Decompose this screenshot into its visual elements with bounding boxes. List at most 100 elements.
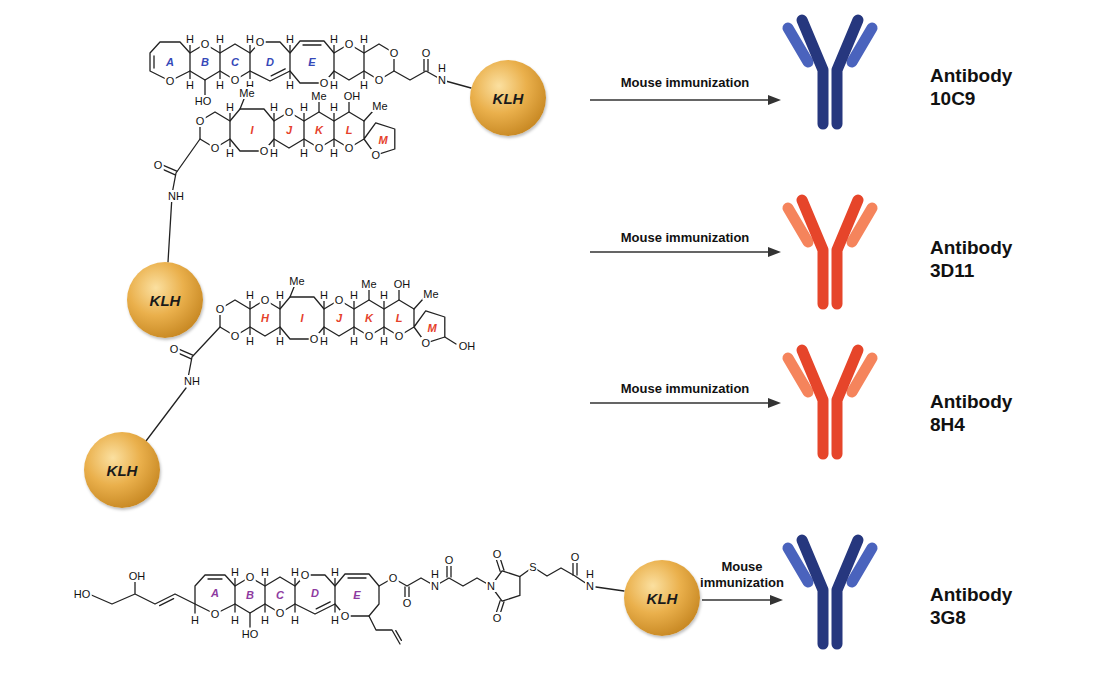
- atom-label: H: [285, 33, 295, 45]
- atom-label: Me: [422, 288, 439, 300]
- ring-letter: M: [378, 134, 387, 146]
- atom-label: O: [420, 337, 431, 349]
- double-bonds: [161, 165, 177, 175]
- ring-letter: D: [266, 56, 274, 68]
- carrier-name: KLH: [493, 90, 524, 107]
- carrier-protein: KLH: [624, 560, 700, 636]
- carrier-name: KLH: [150, 292, 181, 309]
- step-label: Mouse immunization: [695, 559, 790, 591]
- atom-label: Me: [310, 90, 327, 102]
- heavy-chain: [802, 540, 858, 644]
- atom-label: O: [215, 303, 226, 315]
- single-bonds: [168, 99, 373, 262]
- atom-label: H: [225, 147, 235, 159]
- atom-label: O: [444, 554, 455, 566]
- atom-label: HO: [194, 95, 213, 107]
- atom-label: H: [230, 566, 240, 578]
- ring-bonds: [150, 41, 394, 83]
- atom-label: H: [437, 62, 447, 74]
- atom-label: NH: [183, 375, 201, 387]
- step-label: Mouse immunization: [600, 381, 770, 397]
- atom-label: O: [195, 115, 206, 127]
- atom-label: Me: [371, 100, 388, 112]
- ring-letter: D: [311, 587, 319, 599]
- atom-label: H: [329, 79, 339, 91]
- atom-label: O: [394, 330, 405, 342]
- antibody-name: Antibody 8H4: [930, 390, 1040, 436]
- atom-label: HO: [73, 588, 92, 600]
- antibody-name: Antibody 10C9: [930, 64, 1040, 110]
- atom-label: O: [165, 75, 176, 87]
- ring-letter: A: [166, 56, 174, 68]
- atom-label: OH: [458, 340, 477, 352]
- atom-label: O: [255, 36, 266, 48]
- atom-label: O: [374, 74, 385, 86]
- ring-letter: M: [427, 322, 436, 334]
- ring-letter: L: [396, 312, 403, 324]
- atom-label: O: [389, 47, 400, 59]
- atom-label: H: [379, 335, 389, 347]
- double-bonds: [154, 45, 428, 76]
- atom-label: HO: [241, 628, 260, 640]
- heavy-chain: [802, 200, 858, 304]
- ring-letter: J: [286, 124, 292, 136]
- single-bonds: [190, 45, 471, 95]
- antibody-name: Antibody 3D11: [930, 236, 1040, 282]
- atom-label: O: [344, 38, 355, 50]
- arrow-head: [768, 95, 783, 605]
- atom-label: Me: [360, 278, 377, 290]
- carrier-name: KLH: [107, 462, 138, 479]
- atom-label: H: [330, 566, 340, 578]
- atom-label: OH: [343, 90, 362, 102]
- atom-label: O: [284, 106, 295, 118]
- atom-label: H: [260, 614, 270, 626]
- atom-label: H: [269, 101, 279, 113]
- atom-label: H: [215, 79, 225, 91]
- antibody-icon: [788, 200, 872, 304]
- atom-label: H: [329, 147, 339, 159]
- atom-label: H: [430, 568, 440, 580]
- atom-label: N: [437, 74, 447, 86]
- atom-label: O: [570, 551, 581, 563]
- step-label: Mouse immunization: [600, 75, 770, 91]
- heavy-chain: [802, 350, 858, 454]
- atom-label: H: [185, 33, 195, 45]
- light-chain: [788, 358, 872, 392]
- antibody-icons: [788, 20, 872, 644]
- process-arrows: [590, 95, 783, 605]
- atom-label: O: [309, 333, 320, 345]
- atom-label: N: [585, 580, 595, 592]
- atom-label: Me: [238, 87, 255, 99]
- atom-label: S: [528, 561, 537, 573]
- atom-label: H: [269, 147, 279, 159]
- carrier-name: KLH: [647, 590, 678, 607]
- light-chain: [788, 548, 872, 582]
- atom-label: O: [153, 159, 164, 171]
- heavy-chain: [802, 20, 858, 124]
- atom-label: O: [334, 294, 345, 306]
- atom-label: H: [349, 335, 359, 347]
- atom-label: H: [319, 335, 329, 347]
- atom-label: O: [300, 569, 311, 581]
- antibody-name: Antibody 3G8: [930, 583, 1040, 629]
- atom-label: H: [290, 566, 300, 578]
- arrow-shaft: [590, 100, 772, 600]
- atom-label: H: [585, 568, 595, 580]
- ring-letter: B: [201, 56, 209, 68]
- ring-letter: K: [365, 312, 373, 324]
- atom-label: H: [330, 614, 340, 626]
- ring-letter: L: [346, 124, 353, 136]
- atom-label: O: [492, 548, 503, 560]
- atom-label: O: [210, 608, 221, 620]
- atom-label: O: [210, 142, 221, 154]
- carrier-protein: KLH: [470, 60, 546, 136]
- molecule-structure: [89, 41, 624, 644]
- atom-label: NH: [167, 190, 185, 202]
- atom-label: H: [319, 289, 329, 301]
- atom-label: H: [230, 614, 240, 626]
- ring-letter: K: [315, 124, 323, 136]
- light-chain: [788, 28, 872, 62]
- atom-label: H: [190, 614, 200, 626]
- atom-label: H: [245, 33, 255, 45]
- atom-label: O: [260, 294, 271, 306]
